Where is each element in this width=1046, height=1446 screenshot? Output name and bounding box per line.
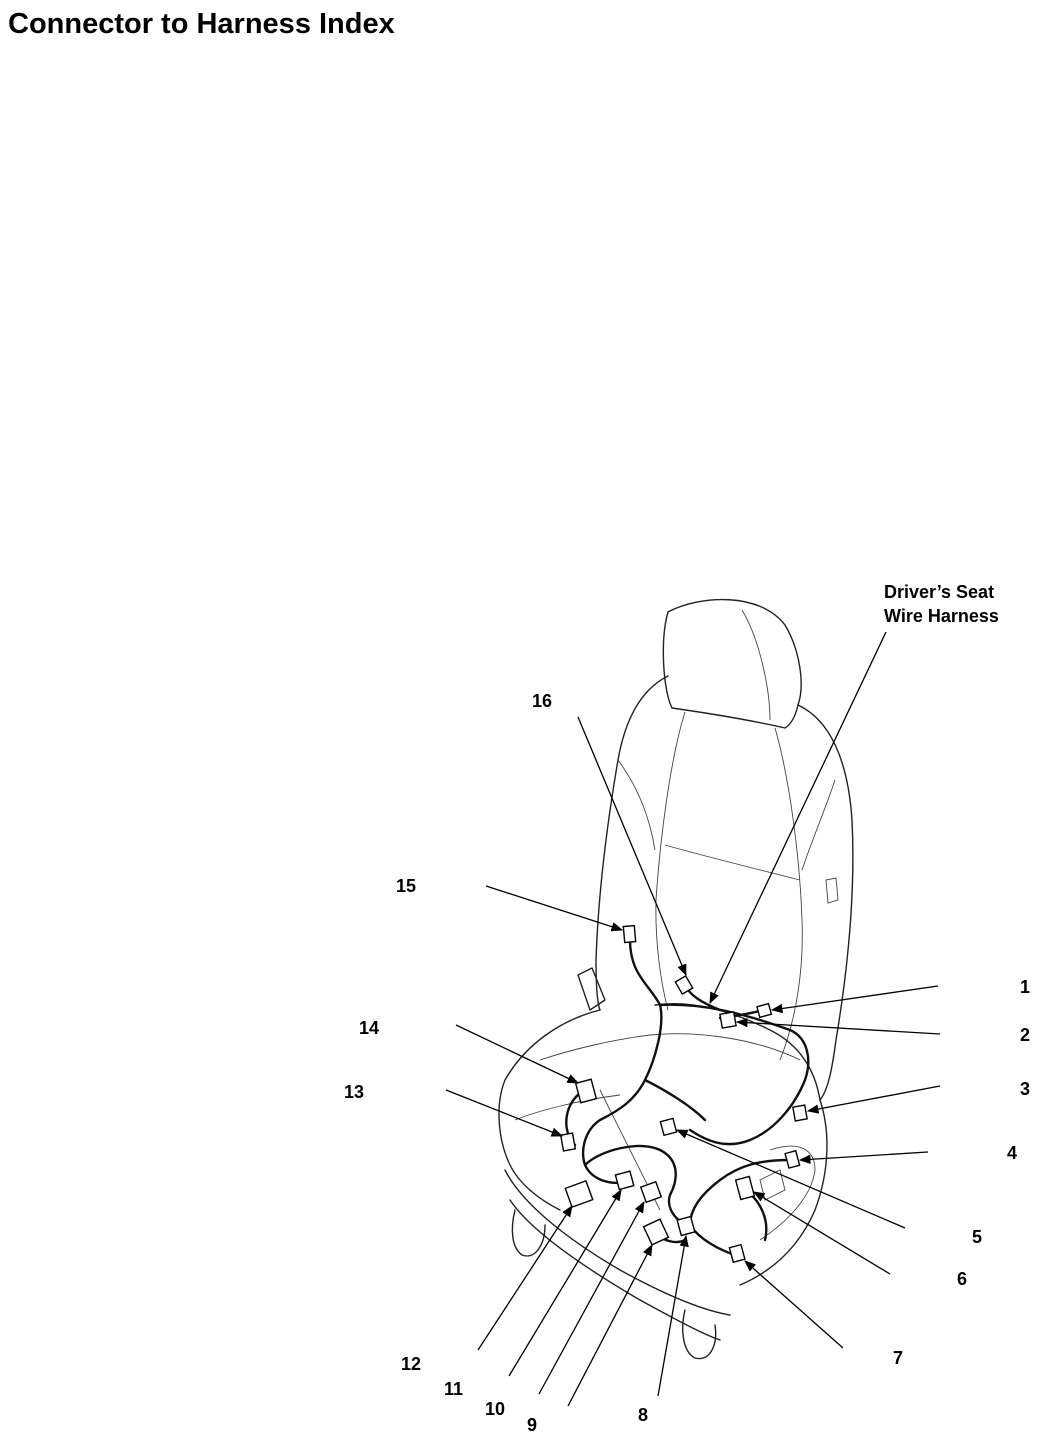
callout-1: 1 [1020, 977, 1030, 997]
leader-12 [477, 1205, 573, 1351]
seat-outline [498, 598, 854, 1360]
leader-13 [445, 1089, 564, 1137]
callout-2: 2 [1020, 1025, 1030, 1045]
callout-8: 8 [638, 1405, 648, 1425]
callout-9: 9 [527, 1415, 537, 1435]
leader-5 [675, 1129, 906, 1229]
leader-3 [806, 1085, 941, 1114]
leader-16 [577, 716, 687, 977]
leader-lines [445, 631, 941, 1407]
leader-6 [752, 1191, 891, 1275]
callout-4: 4 [1007, 1143, 1017, 1163]
connector-1 [756, 1002, 773, 1019]
callout-12: 12 [401, 1354, 421, 1374]
connector-9 [642, 1218, 670, 1246]
callout-7: 7 [893, 1348, 903, 1368]
callout-11: 11 [444, 1379, 463, 1399]
connector-8 [676, 1215, 696, 1237]
callout-15: 15 [396, 876, 416, 896]
leader-9 [567, 1243, 653, 1407]
connector-13 [559, 1132, 577, 1152]
leader-4 [798, 1151, 929, 1165]
leader-10 [538, 1200, 645, 1395]
harness-label-line2: Wire Harness [884, 606, 999, 626]
leader-2 [735, 1017, 941, 1035]
leader-14 [455, 1024, 580, 1084]
page-title: Connector to Harness Index [8, 8, 395, 40]
connector-10 [639, 1180, 663, 1204]
connectors [559, 924, 808, 1264]
labels: Driver’s Seat Wire Harness 1 2 3 4 5 6 7… [344, 582, 1030, 1435]
leader-15 [485, 885, 624, 932]
leader-11 [508, 1188, 622, 1377]
callout-6: 6 [957, 1269, 967, 1289]
callout-13: 13 [344, 1082, 364, 1102]
callout-3: 3 [1020, 1079, 1030, 1099]
connector-16 [674, 974, 694, 996]
harness-label-line1: Driver’s Seat [884, 582, 994, 602]
connector-3 [792, 1104, 808, 1122]
leader-7 [744, 1260, 844, 1349]
callout-14: 14 [359, 1018, 379, 1038]
callout-10: 10 [485, 1399, 505, 1419]
connector-12 [564, 1179, 594, 1209]
leader-8 [657, 1234, 689, 1397]
connector-4 [784, 1149, 801, 1169]
connector-2 [719, 1011, 737, 1029]
callout-16: 16 [532, 691, 552, 711]
connector-5 [659, 1117, 678, 1137]
leader-harness [709, 631, 887, 1005]
connector-15 [622, 924, 637, 944]
connector-7 [728, 1243, 746, 1264]
connector-11 [614, 1170, 635, 1191]
connector-14 [574, 1078, 598, 1104]
connector-6 [734, 1175, 756, 1201]
callout-5: 5 [972, 1227, 982, 1247]
leader-1 [770, 985, 939, 1014]
